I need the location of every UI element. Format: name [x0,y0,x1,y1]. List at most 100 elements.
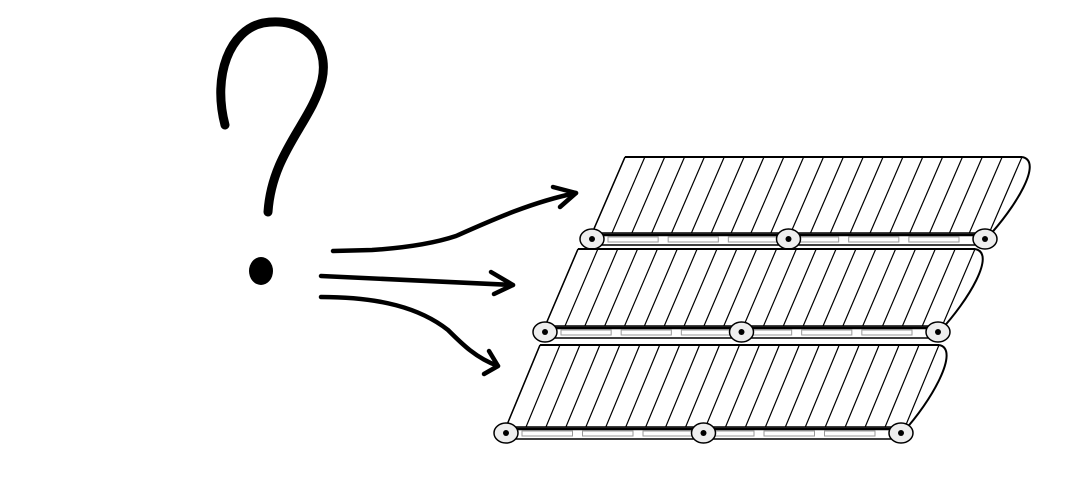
belt-slat [701,248,738,332]
rail-panel [848,236,900,243]
belt-slat [787,156,825,239]
belt-slat [899,248,936,332]
belt-slat [807,156,844,239]
roller-icon [579,228,605,250]
belt-left-edge [589,156,626,239]
arrow-right-icon [330,184,579,254]
roller-icon [493,422,519,444]
belt-slat [562,248,599,332]
conveyor-belt-icon [532,248,984,343]
rail-panel [824,430,876,437]
conveyor-belt-icon [579,156,1031,250]
conveyor-group [493,156,1031,444]
roller-axle [935,329,941,335]
belt-slat [623,344,661,433]
belt-slat [902,344,940,433]
belt-left-edge [542,248,579,332]
belt-slat [966,156,1003,239]
cardboard-box-icon [46,137,219,327]
roller-axle [542,329,548,335]
belt-slat [768,156,805,239]
roller-icon [972,228,998,250]
belt-slat [782,344,820,433]
belt-slat [702,344,741,433]
belt-slat [582,248,619,332]
belt-slat [919,248,956,332]
belt-slat [643,344,681,433]
belt-slat [563,344,601,433]
belt-slat [840,248,877,332]
belt-slat [926,156,964,239]
roller-axle [982,236,988,242]
belt-slat [629,156,666,239]
belt-slat [939,248,976,332]
belt-slat [583,344,621,433]
rail-panel [607,236,659,243]
belt-slat [802,344,840,433]
arrow-right-icon [318,294,501,377]
belt-slat [609,156,646,239]
belt-slat [601,248,639,332]
roller-icon [532,321,558,343]
belt-slat [681,248,718,332]
belt-end-curve [939,248,984,332]
belt-slat [682,344,721,433]
arrow-group [318,184,579,377]
belt-slat [822,344,860,433]
roller-axle [898,430,904,436]
belt-slat [986,156,1023,239]
belt-slat [663,344,701,433]
belt-slat [543,344,581,433]
belt-slat [860,248,897,332]
arrow-right-icon [318,269,516,297]
belt-slat [728,156,765,239]
belt-slat [879,248,917,332]
roller-axle [589,236,595,242]
rail-panel [861,329,913,336]
roller-icon [888,422,914,444]
rail-panel [667,236,719,243]
belt-slat [762,344,800,433]
belt-slat [721,248,758,332]
rail-panel [560,329,612,336]
belt-end-curve [986,156,1031,239]
belt-slat [661,248,698,332]
belt-slat [800,248,837,332]
belt-slat [847,156,884,239]
belt-slat [740,248,778,332]
belt-slat [668,156,705,239]
belt-slat [748,156,785,239]
roller-axle [738,329,745,335]
belt-slat [621,248,658,332]
belt-slat [708,156,745,239]
belt-slat [603,344,641,433]
belt-slat [742,344,780,433]
rail-panel [620,329,672,336]
belt-end-curve [902,344,948,433]
belt-slat [842,344,880,433]
belt-slat [760,248,797,332]
rail-panel [763,430,815,437]
question-mark-icon [216,17,328,285]
belt-slat [887,156,924,239]
belt-slat [688,156,725,239]
belt-slat [907,156,944,239]
rail-panel [582,430,634,437]
belt-slat [946,156,983,239]
belt-slat [882,344,920,433]
belt-slat [648,156,686,239]
roller-icon [728,321,755,343]
belt-left-edge [503,344,541,433]
belt-slat [862,344,900,433]
roller-icon [925,321,951,343]
roller-icon [775,228,802,250]
belt-slat [641,248,678,332]
roller-axle [700,430,707,436]
conveyor-belt-icon [493,344,948,444]
roller-axle [785,236,792,242]
rail-panel [521,430,573,437]
roller-icon [690,422,717,444]
rail-panel [801,329,853,336]
